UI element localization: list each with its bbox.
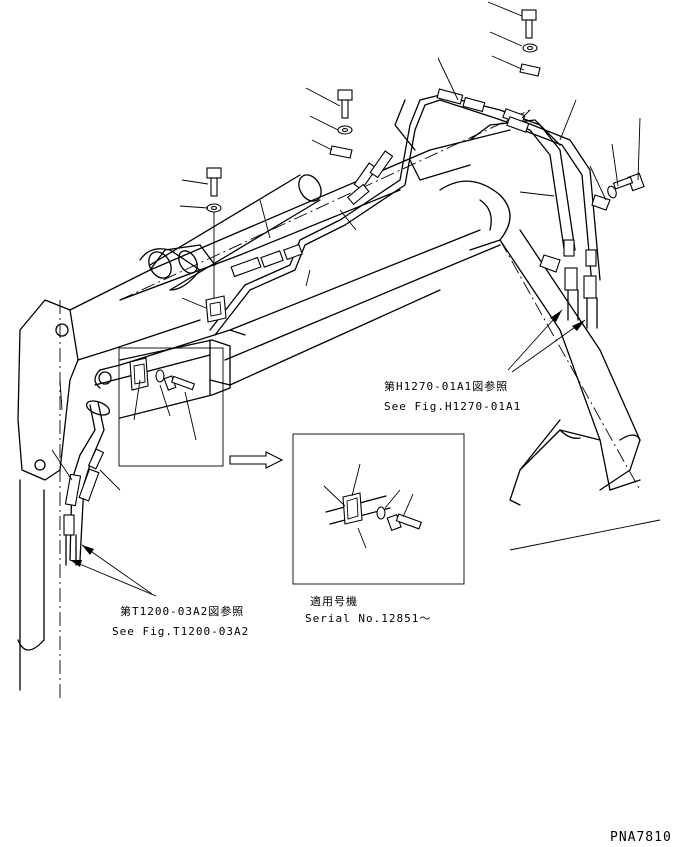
ref-h1270-en: See Fig.H1270-01A1 — [384, 400, 521, 413]
detail-box-small — [118, 339, 231, 467]
reference-arrows — [69, 309, 586, 597]
hydraulic-lines — [209, 88, 611, 336]
bolt-right-side — [607, 172, 645, 199]
ref-h1270-jp: 第H1270-01A1図参照 — [384, 379, 508, 393]
ref-t1200-en: See Fig.T1200-03A2 — [112, 625, 249, 638]
drawing-code: PNA7810 — [610, 830, 672, 845]
bolt-mid — [329, 89, 353, 159]
transfer-arrow — [229, 451, 284, 469]
detail-box-large — [292, 433, 465, 585]
leader-lines — [51, 1, 641, 491]
ref-t1200-jp: 第T1200-03A2図参照 — [120, 604, 244, 618]
boom-cylinder — [139, 174, 322, 291]
serial-en: Serial No.12851～ — [305, 612, 431, 625]
bolt-top-right — [519, 9, 541, 77]
serial-jp: 適用号機 — [310, 594, 358, 608]
lower-left-hoses — [63, 400, 111, 566]
bolt-left — [205, 167, 227, 323]
